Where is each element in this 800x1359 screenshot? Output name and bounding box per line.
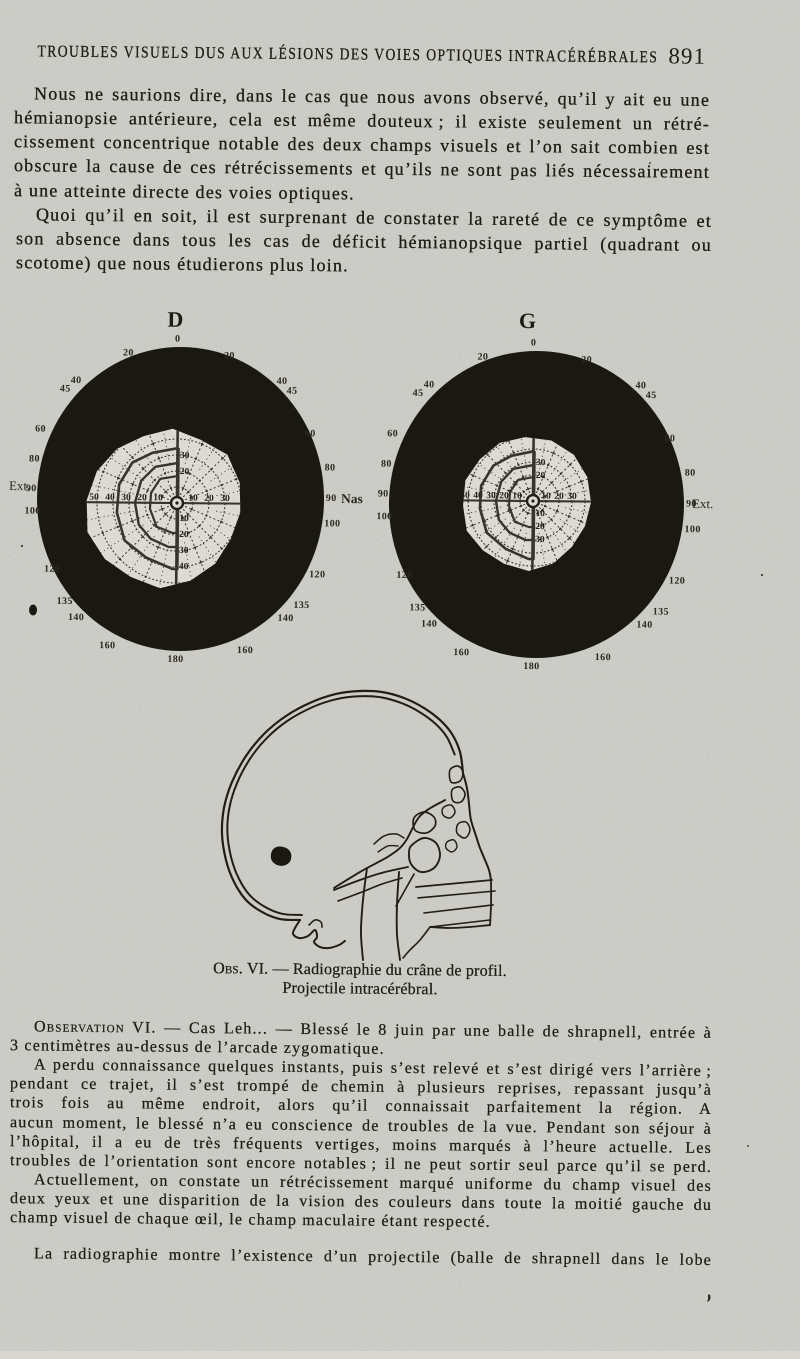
svg-text:10: 10 [541, 492, 551, 502]
svg-text:135: 135 [409, 602, 425, 613]
svg-text:Ext.: Ext. [9, 478, 30, 493]
svg-text:90: 90 [378, 488, 389, 499]
svg-text:30: 30 [535, 535, 545, 545]
svg-text:80: 80 [29, 454, 40, 465]
svg-text:45: 45 [413, 388, 424, 399]
svg-text:30: 30 [121, 493, 131, 503]
svg-text:100: 100 [24, 506, 40, 517]
svg-text:20: 20 [554, 492, 564, 502]
svg-text:10: 10 [179, 514, 189, 524]
svg-text:30: 30 [536, 458, 546, 468]
svg-text:30: 30 [220, 494, 230, 504]
svg-text:80: 80 [325, 462, 336, 473]
svg-text:120: 120 [396, 570, 412, 581]
svg-text:20: 20 [179, 530, 189, 540]
svg-text:20: 20 [581, 355, 592, 366]
svg-text:20: 20 [204, 494, 214, 504]
svg-text:40: 40 [105, 493, 115, 503]
svg-text:50: 50 [89, 493, 99, 503]
svg-text:20: 20 [224, 350, 235, 361]
svg-text:100: 100 [324, 518, 340, 529]
svg-text:60: 60 [35, 424, 46, 435]
svg-text:30: 30 [180, 451, 190, 461]
svg-text:60: 60 [387, 428, 398, 439]
svg-text:45: 45 [646, 390, 657, 401]
svg-text:40: 40 [179, 562, 189, 572]
svg-text:10: 10 [153, 493, 163, 503]
svg-text:180: 180 [167, 654, 183, 665]
svg-text:20: 20 [536, 471, 546, 481]
svg-text:90: 90 [326, 493, 337, 504]
svg-text:160: 160 [595, 652, 611, 663]
svg-text:20: 20 [535, 522, 545, 532]
svg-text:10: 10 [512, 491, 522, 501]
svg-text:180: 180 [523, 661, 539, 672]
svg-text:45: 45 [60, 383, 71, 394]
svg-text:40: 40 [424, 379, 435, 390]
svg-text:30: 30 [486, 491, 496, 501]
svg-text:120: 120 [309, 569, 325, 580]
svg-text:40: 40 [635, 380, 646, 391]
svg-text:60: 60 [664, 433, 675, 444]
svg-text:140: 140 [636, 620, 652, 631]
svg-text:135: 135 [57, 596, 73, 607]
svg-text:80: 80 [381, 459, 392, 470]
svg-text:135: 135 [653, 606, 669, 617]
svg-text:20: 20 [137, 493, 147, 503]
svg-text:160: 160 [237, 645, 253, 656]
svg-text:40: 40 [71, 375, 82, 386]
svg-text:Nas: Nas [341, 491, 363, 506]
svg-text:100: 100 [376, 511, 392, 522]
svg-text:20: 20 [123, 347, 134, 358]
svg-text:20: 20 [180, 467, 190, 477]
svg-text:160: 160 [453, 647, 469, 658]
svg-text:160: 160 [99, 640, 115, 651]
svg-text:80: 80 [685, 468, 696, 479]
svg-text:30: 30 [567, 492, 577, 502]
svg-text:140: 140 [421, 619, 437, 630]
svg-text:120: 120 [669, 576, 685, 587]
svg-text:10: 10 [188, 494, 198, 504]
svg-text:30: 30 [179, 546, 189, 556]
svg-text:45: 45 [287, 386, 298, 397]
svg-text:60: 60 [305, 428, 316, 439]
svg-text:40: 40 [473, 491, 483, 501]
svg-text:20: 20 [499, 491, 509, 501]
svg-text:140: 140 [277, 613, 293, 624]
svg-text:140: 140 [68, 612, 84, 623]
svg-text:120: 120 [44, 564, 60, 575]
svg-text:0: 0 [175, 334, 181, 345]
svg-text:20: 20 [477, 352, 488, 363]
svg-text:100: 100 [684, 524, 700, 535]
svg-text:Ext.: Ext. [692, 496, 713, 511]
svg-text:10: 10 [535, 509, 545, 519]
svg-text:0: 0 [531, 338, 537, 349]
svg-text:135: 135 [293, 600, 309, 611]
